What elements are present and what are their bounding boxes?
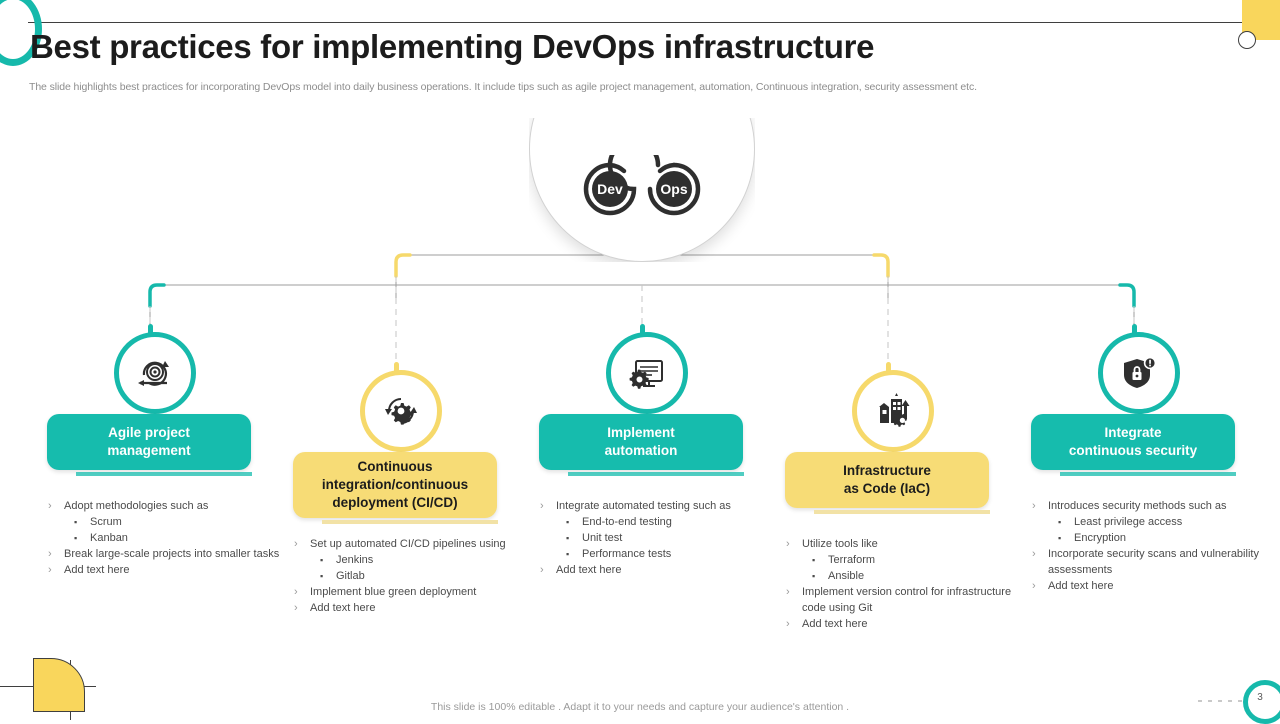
node-2-bullets: ›Set up automated CI/CD pipelines using … [294,536,526,616]
bullet-marker-l2: ▪ [812,555,816,565]
footer-note: This slide is 100% editable . Adapt it t… [430,701,850,713]
bullet-marker-l2: ▪ [1058,517,1062,527]
list-item: ▪Least privilege access [1058,516,1183,528]
node-1-bullets: ›Adopt methodologies such as ▪Scrum ▪Kan… [48,498,280,578]
bullet-marker-l1: › [294,586,298,598]
agile-cycle-gear-icon [138,361,169,386]
bullet-marker-l2: ▪ [566,533,570,543]
node-2-title-shadow [322,520,498,524]
bullet-marker-l1: › [48,564,52,576]
list-item: ▪Terraform [812,554,876,566]
page-subtitle: The slide highlights best practices for … [29,81,977,93]
decor-top-left-arc [0,0,42,66]
node-3-icon-ring [606,332,688,414]
list-item: ›Add text here [786,618,868,630]
bullet-marker-l2: ▪ [320,571,324,581]
list-item: ▪Encryption [1058,532,1126,544]
node-5-icon-ring [1098,332,1180,414]
bullet-marker-l1: › [786,538,790,550]
list-item: ›Implement blue green deployment [294,586,477,598]
list-item: ›Adopt methodologies such as [48,500,209,512]
bullet-marker-l2: ▪ [812,571,816,581]
node-4-icon-ring [852,370,934,452]
bullet-marker-l1: › [1032,580,1036,592]
bullet-marker-l1: › [48,548,52,560]
shield-lock-alert-icon [1124,356,1157,388]
list-item: ▪End-to-end testing [566,516,672,528]
bullet-marker-l2: ▪ [320,555,324,565]
document-gear-icon [629,360,663,389]
list-item: ›Implement version control for infrastru… [786,586,1012,614]
bullet-marker-l2: ▪ [566,549,570,559]
bullet-marker-l1: › [1032,500,1036,512]
decor-footer-dots [1198,700,1242,706]
list-item: ›Add text here [1032,580,1114,592]
header-divider-line [28,22,1252,23]
bullet-marker-l1: › [294,602,298,614]
bullet-marker-l1: › [540,500,544,512]
decor-top-right-circle [1238,31,1256,49]
list-item: ▪Kanban [74,532,128,544]
list-item: ▪Performance tests [566,548,672,560]
bullet-marker-l2: ▪ [566,517,570,527]
devops-hub: Dev Ops [529,118,755,262]
list-item: ›Utilize tools like [786,538,878,550]
infrastructure-buildings-icon [879,393,910,427]
hub-dev-label: Dev [597,181,623,197]
list-item: ›Integrate automated testing such as [540,500,731,512]
list-item: ›Add text here [540,564,622,576]
node-3-bullets: ›Integrate automated testing such as ▪En… [540,498,772,578]
bullet-marker-l1: › [786,618,790,630]
bullet-marker-l1: › [1032,548,1036,560]
page-number: 3 [1257,692,1263,703]
list-item: ›Break large-scale projects into smaller… [48,548,280,560]
node-5-bullets: ›Introduces security methods such as ▪Le… [1032,498,1264,594]
list-item: ▪Unit test [566,532,623,544]
list-item: ›Set up automated CI/CD pipelines using [294,538,506,550]
node-3-title-shadow [568,472,744,476]
node-4-bullets: ›Utilize tools like ▪Terraform ▪Ansible … [786,536,1018,632]
bullet-marker-l2: ▪ [1058,533,1062,543]
list-item: ▪Scrum [74,516,122,528]
list-item: ▪Jenkins [320,554,374,566]
list-item: ›Add text here [48,564,130,576]
list-item: ▪Ansible [812,570,865,582]
bullet-marker-l2: ▪ [74,517,78,527]
node-1-title-shadow [76,472,252,476]
bullet-marker-l1: › [786,586,790,598]
list-item: ›Add text here [294,602,376,614]
bullet-marker-l1: › [540,564,544,576]
bullet-marker-l2: ▪ [74,533,78,543]
node-4-title-shadow [814,510,990,514]
hub-ops-label: Ops [660,181,687,197]
node-5-title-shadow [1060,472,1236,476]
page-title: Best practices for implementing DevOps i… [30,28,875,65]
list-item: ›Incorporate security scans and vulnerab… [1032,548,1259,576]
list-item: ▪Gitlab [320,570,365,582]
bullet-marker-l1: › [48,500,52,512]
node-1-icon-ring [114,332,196,414]
node-2-icon-ring [360,370,442,452]
bullet-marker-l1: › [294,538,298,550]
list-item: ›Introduces security methods such as [1032,500,1227,512]
devops-infinity-icon: Dev Ops [583,155,701,216]
gear-refresh-icon [385,398,417,425]
